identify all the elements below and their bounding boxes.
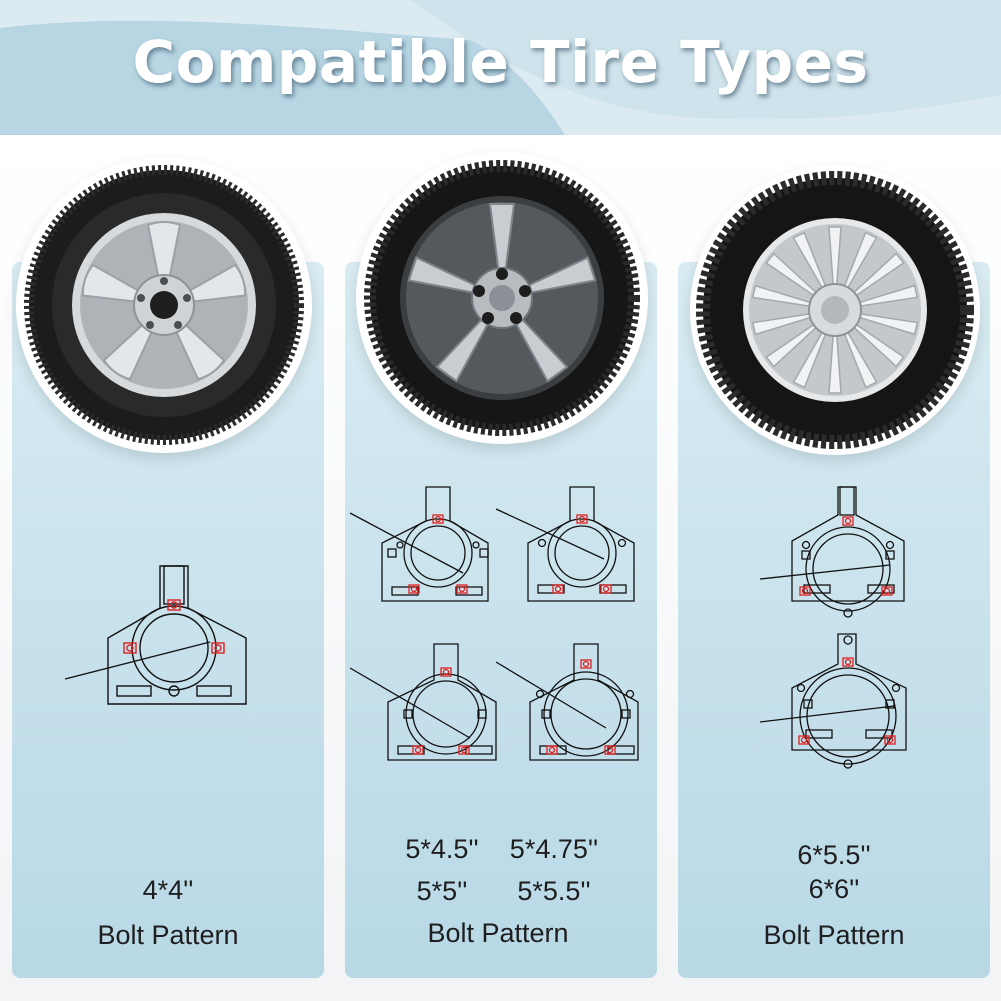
- pattern-label-6x6: 6*6'': [808, 874, 860, 904]
- pattern-label-6x5-5: 6*5.5'': [797, 840, 871, 870]
- pattern-label-5x5-5: 5*5.5'': [517, 876, 591, 906]
- page-title: Compatible Tire Types: [132, 28, 869, 96]
- caption-five-lug: Bolt Pattern: [427, 918, 569, 948]
- bolt-pattern-diagram-5x5-5: [495, 643, 639, 761]
- bolt-pattern-diagram-5x4-75: [495, 486, 635, 602]
- multi-spoke-hubcap-wheel-icon: [696, 171, 974, 449]
- tire-six-lug: [690, 165, 980, 455]
- five-spoke-silver-wheel-icon: [24, 165, 304, 445]
- pattern-label-5x4-75: 5*4.75'': [509, 834, 599, 864]
- five-star-dark-wheel-icon: [364, 160, 640, 436]
- caption-four-lug: Bolt Pattern: [97, 920, 239, 950]
- pattern-label-5x4-5: 5*4.5'': [405, 834, 479, 864]
- bolt-pattern-diagram-4x4: [64, 565, 247, 705]
- pattern-label-4x4: 4*4'': [142, 875, 194, 905]
- header-background: [0, 0, 1001, 135]
- bolt-pattern-diagram-5x4-5: [349, 486, 489, 602]
- bolt-pattern-diagram-6x6: [759, 633, 907, 769]
- tire-four-lug: [16, 157, 312, 453]
- bolt-pattern-diagram-5x5: [349, 643, 497, 761]
- pattern-label-5x5: 5*5'': [416, 876, 468, 906]
- tire-five-lug: [356, 152, 648, 444]
- caption-six-lug: Bolt Pattern: [763, 920, 905, 950]
- bolt-pattern-diagram-6x5-5: [759, 486, 905, 618]
